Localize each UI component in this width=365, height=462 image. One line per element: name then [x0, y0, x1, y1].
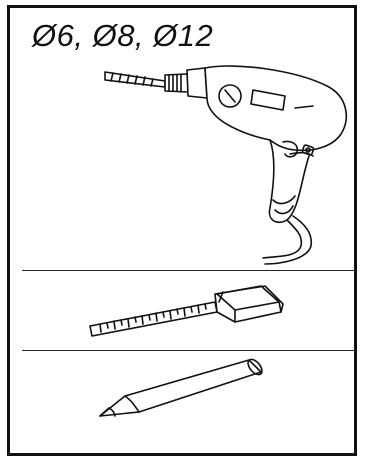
drill-icon	[95, 60, 355, 260]
divider-bottom	[22, 350, 356, 351]
tape-measure-icon	[85, 282, 290, 342]
pencil-icon	[95, 358, 270, 428]
divider-top	[22, 270, 356, 271]
drill-bit-sizes: Ø6, Ø8, Ø12	[32, 20, 213, 51]
